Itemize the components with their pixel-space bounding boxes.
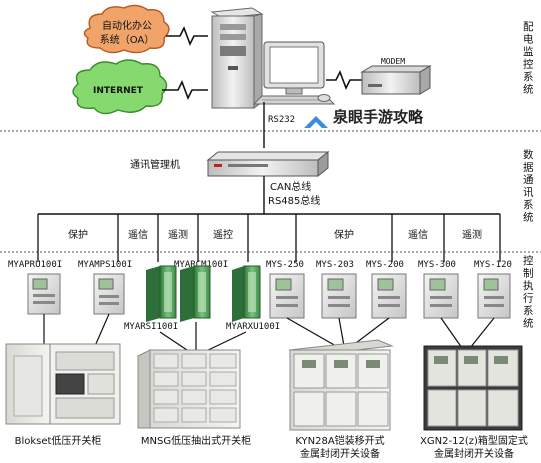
watermark-text: 泉眼手游攻略: [332, 108, 424, 126]
function-labels: 保护 遥信 遥测 遥控 保护 遥信 遥测: [68, 228, 482, 241]
vertical-char: 控: [523, 254, 534, 267]
cabinet-mnsg: [137, 349, 241, 429]
cabinet-label-xgn2-1: XGN2-12(z)箱型固定式: [420, 434, 528, 447]
comm-manager-device: [206, 150, 330, 178]
device-unit-mys120: [477, 273, 511, 319]
device-label-myarsi: MYARSI100I: [124, 322, 178, 332]
layer-label-control: 控制执行系统: [523, 254, 534, 330]
device-unit-mys300: [423, 273, 459, 319]
device-label-mys200: MYS-200: [366, 260, 404, 270]
modem: MODEM: [360, 57, 432, 95]
vertical-char: 配: [523, 21, 534, 33]
rs485-bus-label: RS485总线: [268, 194, 320, 207]
cabinet-xgn2: [423, 345, 523, 431]
layer-label-monitor: 配电监控系统: [523, 21, 534, 96]
vertical-char: 通: [523, 174, 534, 186]
cabinet-label-kyn28a-1: KYN28A铠装移开式: [295, 434, 384, 447]
vertical-text-comm: 数据通讯系统: [523, 148, 534, 224]
device-unit-mys200: [371, 273, 407, 319]
rs232-label: RS232: [268, 115, 295, 125]
vertical-char: 讯: [523, 186, 534, 199]
vertical-char: 数: [523, 148, 534, 161]
vertical-char: 电: [523, 33, 534, 46]
vertical-char: 执: [523, 279, 534, 292]
vertical-char: 统: [523, 317, 534, 330]
vertical-char: 控: [523, 58, 534, 71]
function-measure-1: 遥测: [168, 228, 188, 241]
vertical-char: 统: [523, 211, 534, 224]
function-protect-1: 保护: [68, 228, 88, 241]
can-bus-label: CAN总线: [270, 180, 311, 193]
device-label-mys250: MYS-250: [266, 260, 304, 270]
cabinet-label-xgn2-2: 金属封闭开关设备: [434, 447, 514, 460]
cabinet-labels: Blokset低压开关柜 MNSG低压抽出式开关柜 KYN28A铠装移开式 金属…: [15, 434, 528, 460]
watermark: 泉眼手游攻略: [304, 108, 424, 128]
cabinet-label-blokset: Blokset低压开关柜: [15, 434, 102, 447]
device-unit-myapru: [27, 273, 61, 315]
io-module-rxu: [232, 265, 261, 322]
vertical-char: 制: [523, 267, 534, 280]
vertical-text-monitor: 配电监控系统: [523, 21, 534, 96]
cabinet-links: [43, 313, 495, 353]
vertical-char: 系: [523, 71, 534, 83]
function-protect-2: 保护: [334, 228, 354, 241]
device-label-mys300: MYS-300: [418, 260, 456, 270]
vertical-char: 据: [523, 161, 534, 174]
oa-line1: 自动化办公: [102, 19, 152, 32]
device-labels-top: MYAPRU100I MYAMPS100I MYARCM100I MYS-250…: [8, 260, 512, 270]
function-measure-2: 遥测: [462, 228, 482, 241]
server-tower: [210, 7, 264, 109]
vertical-char: 行: [523, 292, 534, 305]
io-module-rcm: [180, 265, 211, 322]
internet-cloud: INTERNET: [72, 59, 168, 115]
function-signal-2: 遥信: [408, 228, 428, 241]
device-label-mys203: MYS-203: [316, 260, 354, 270]
link-internet: [162, 80, 208, 100]
vertical-char: 系: [523, 305, 534, 317]
device-unit-myamps: [93, 273, 125, 315]
cabinet-kyn28a: [288, 339, 394, 431]
device-units: [27, 273, 511, 319]
device-label-myarcm: MYARCM100I: [174, 260, 228, 270]
io-module-rsi: [146, 265, 177, 322]
cabinet-label-mnsg: MNSG低压抽出式开关柜: [141, 434, 251, 447]
oa-line2: 系统（OA）: [100, 33, 155, 46]
comm-manager-label: 通讯管理机: [130, 158, 180, 171]
device-unit-mys203: [321, 273, 357, 319]
link-modem: [326, 70, 362, 90]
bus-drops: [37, 214, 501, 262]
device-unit-mys250: [269, 273, 305, 319]
function-signal-1: 遥信: [128, 228, 148, 241]
vertical-text-control: 控制执行系统: [523, 254, 534, 330]
device-label-mys120: MYS-120: [474, 260, 512, 270]
layer-label-comm: 数据通讯系统: [523, 148, 534, 224]
vertical-char: 统: [523, 83, 534, 96]
link-oa: [166, 26, 208, 46]
oa-system-cloud: 自动化办公 系统（OA）: [83, 4, 170, 54]
cabinet-blokset: [5, 343, 121, 425]
device-label-myamps: MYAMPS100I: [78, 260, 132, 270]
vertical-char: 系: [523, 199, 534, 211]
io-modules: [146, 265, 261, 322]
device-label-myarxu: MYARXU100I: [226, 322, 280, 332]
device-label-myapru: MYAPRU100I: [8, 260, 62, 270]
internet-label: INTERNET: [93, 86, 144, 96]
cabinet-label-kyn28a-2: 金属封闭开关设备: [300, 447, 380, 460]
modem-label: MODEM: [381, 57, 405, 66]
monitor: [252, 41, 336, 105]
function-control: 遥控: [213, 228, 233, 241]
vertical-char: 监: [523, 45, 534, 58]
